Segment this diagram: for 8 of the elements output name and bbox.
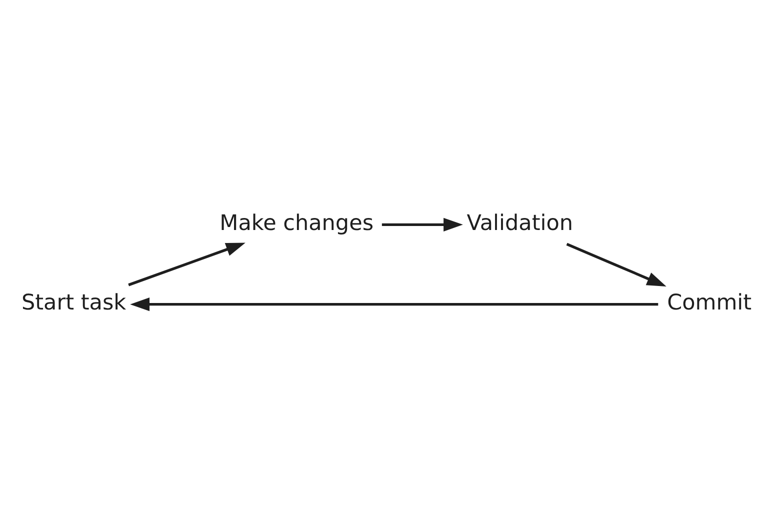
arrow bbox=[128, 242, 246, 286]
arrow bbox=[382, 217, 463, 231]
arrow bbox=[566, 242, 666, 286]
node-text: Commit bbox=[667, 290, 752, 316]
arrow bbox=[130, 297, 658, 311]
node-text: Validation bbox=[466, 210, 574, 236]
node-text: Start task bbox=[21, 290, 126, 316]
node-text: Make changes bbox=[220, 210, 374, 236]
